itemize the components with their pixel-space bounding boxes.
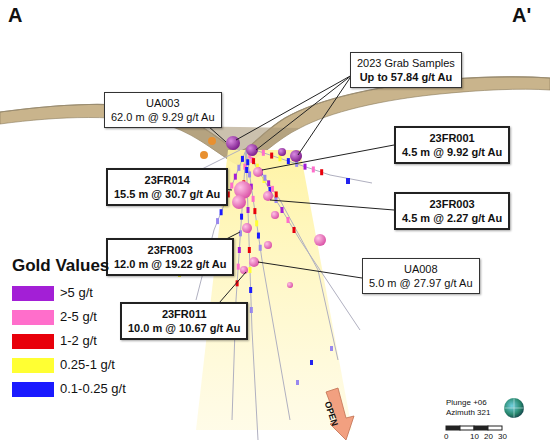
assay-interval <box>271 186 274 192</box>
legend-swatch <box>12 382 54 397</box>
assay-interval <box>249 287 252 293</box>
hole-id: UA008 <box>369 262 473 276</box>
intercept: 62.0 m @ 9.29 g/t Au <box>111 110 215 124</box>
legend-swatch <box>12 334 54 349</box>
assay-interval <box>248 247 251 253</box>
assay-interval <box>281 207 284 213</box>
view-azimuth: Azimuth 321 <box>446 408 490 417</box>
assay-interval <box>320 169 323 175</box>
legend-text: 2-5 g/t <box>60 309 97 324</box>
assay-interval <box>304 164 307 170</box>
assay-interval <box>245 167 248 173</box>
hole-id: 23FR014 <box>114 173 220 187</box>
assay-interval <box>237 264 240 270</box>
intercept: 12.0 m @ 19.22 g/t Au <box>114 257 226 271</box>
legend-swatch <box>12 286 54 301</box>
assay-interval <box>238 247 241 253</box>
assay-interval <box>253 208 256 214</box>
assay-interval <box>262 150 265 156</box>
callout-box: 23FR01110.0 m @ 10.67 g/t Au <box>120 302 248 340</box>
intercept: 15.5 m @ 30.7 g/t Au <box>114 187 220 201</box>
hole-id: 2023 Grab Samples <box>357 56 455 70</box>
callout-box: UA0085.0 m @ 27.97 g/t Au <box>362 258 480 294</box>
hole-id: UA003 <box>111 96 215 110</box>
hole-id: 23FR011 <box>128 307 240 321</box>
assay-interval <box>293 227 296 233</box>
assay-interval <box>252 196 255 202</box>
assay-interval <box>287 158 290 164</box>
scale-number: 20 <box>484 432 493 441</box>
hole-id: 23FR001 <box>402 131 502 145</box>
assay-interval <box>257 233 260 239</box>
legend-swatch <box>12 310 54 325</box>
assay-interval <box>255 220 258 226</box>
intercept: 4.5 m @ 9.92 g/t Au <box>402 145 502 159</box>
assay-interval <box>249 267 252 273</box>
assay-interval <box>234 174 237 180</box>
legend-text: 1-2 g/t <box>60 333 97 348</box>
hole-id: 23FR003 <box>114 243 226 257</box>
intercept: 5.0 m @ 27.97 g/t Au <box>369 276 473 290</box>
legend-text: 0.1-0.25 g/t <box>60 381 126 396</box>
assay-interval <box>250 307 253 313</box>
assay-interval <box>220 209 223 215</box>
assay-interval <box>267 180 270 186</box>
assay-interval <box>239 230 242 236</box>
assay-interval <box>312 166 315 172</box>
assay-interval <box>216 218 219 224</box>
assay-interval <box>247 207 250 213</box>
assay-interval <box>240 214 243 220</box>
assay-interval <box>270 153 273 159</box>
callout-box: 23FR01415.5 m @ 30.7 g/t Au <box>106 168 228 206</box>
legend-swatch <box>12 358 54 373</box>
assay-interval <box>241 156 244 162</box>
section-end: A' <box>512 4 531 27</box>
assay-interval <box>263 175 266 181</box>
assay-interval <box>248 171 251 177</box>
intercept: Up to 57.84 g/t Au <box>357 70 455 84</box>
view-plunge: Plunge +06 <box>446 398 487 407</box>
hole-id: 23FR003 <box>402 197 502 211</box>
assay-interval <box>246 159 249 165</box>
callout-box: 23FR00312.0 m @ 19.22 g/t Au <box>106 238 234 276</box>
assay-interval <box>230 183 233 189</box>
assay-interval <box>287 217 290 223</box>
assay-interval <box>275 191 278 197</box>
intercept: 10.0 m @ 10.67 g/t Au <box>128 321 240 335</box>
assay-interval <box>279 155 282 161</box>
scale-number: 30 <box>498 432 507 441</box>
legend-text: 0.25-1 g/t <box>60 357 115 372</box>
section-end: A <box>8 4 22 27</box>
callout-box: 23FR0034.5 m @ 2.27 g/t Au <box>394 192 510 230</box>
intercept: 4.5 m @ 2.27 g/t Au <box>402 211 502 225</box>
assay-interval <box>252 158 255 164</box>
assay-interval <box>259 245 262 251</box>
legend-text: >5 g/t <box>60 285 93 300</box>
callout-box: 2023 Grab SamplesUp to 57.84 g/t Au <box>350 52 462 88</box>
scale-number: 0 <box>444 432 448 441</box>
assay-interval <box>237 165 240 171</box>
scale-number: 10 <box>470 432 479 441</box>
callout-box: UA00362.0 m @ 9.29 g/t Au <box>104 92 222 128</box>
callout-box: 23FR0014.5 m @ 9.92 g/t Au <box>394 126 510 164</box>
legend-title: Gold Values <box>12 256 109 276</box>
